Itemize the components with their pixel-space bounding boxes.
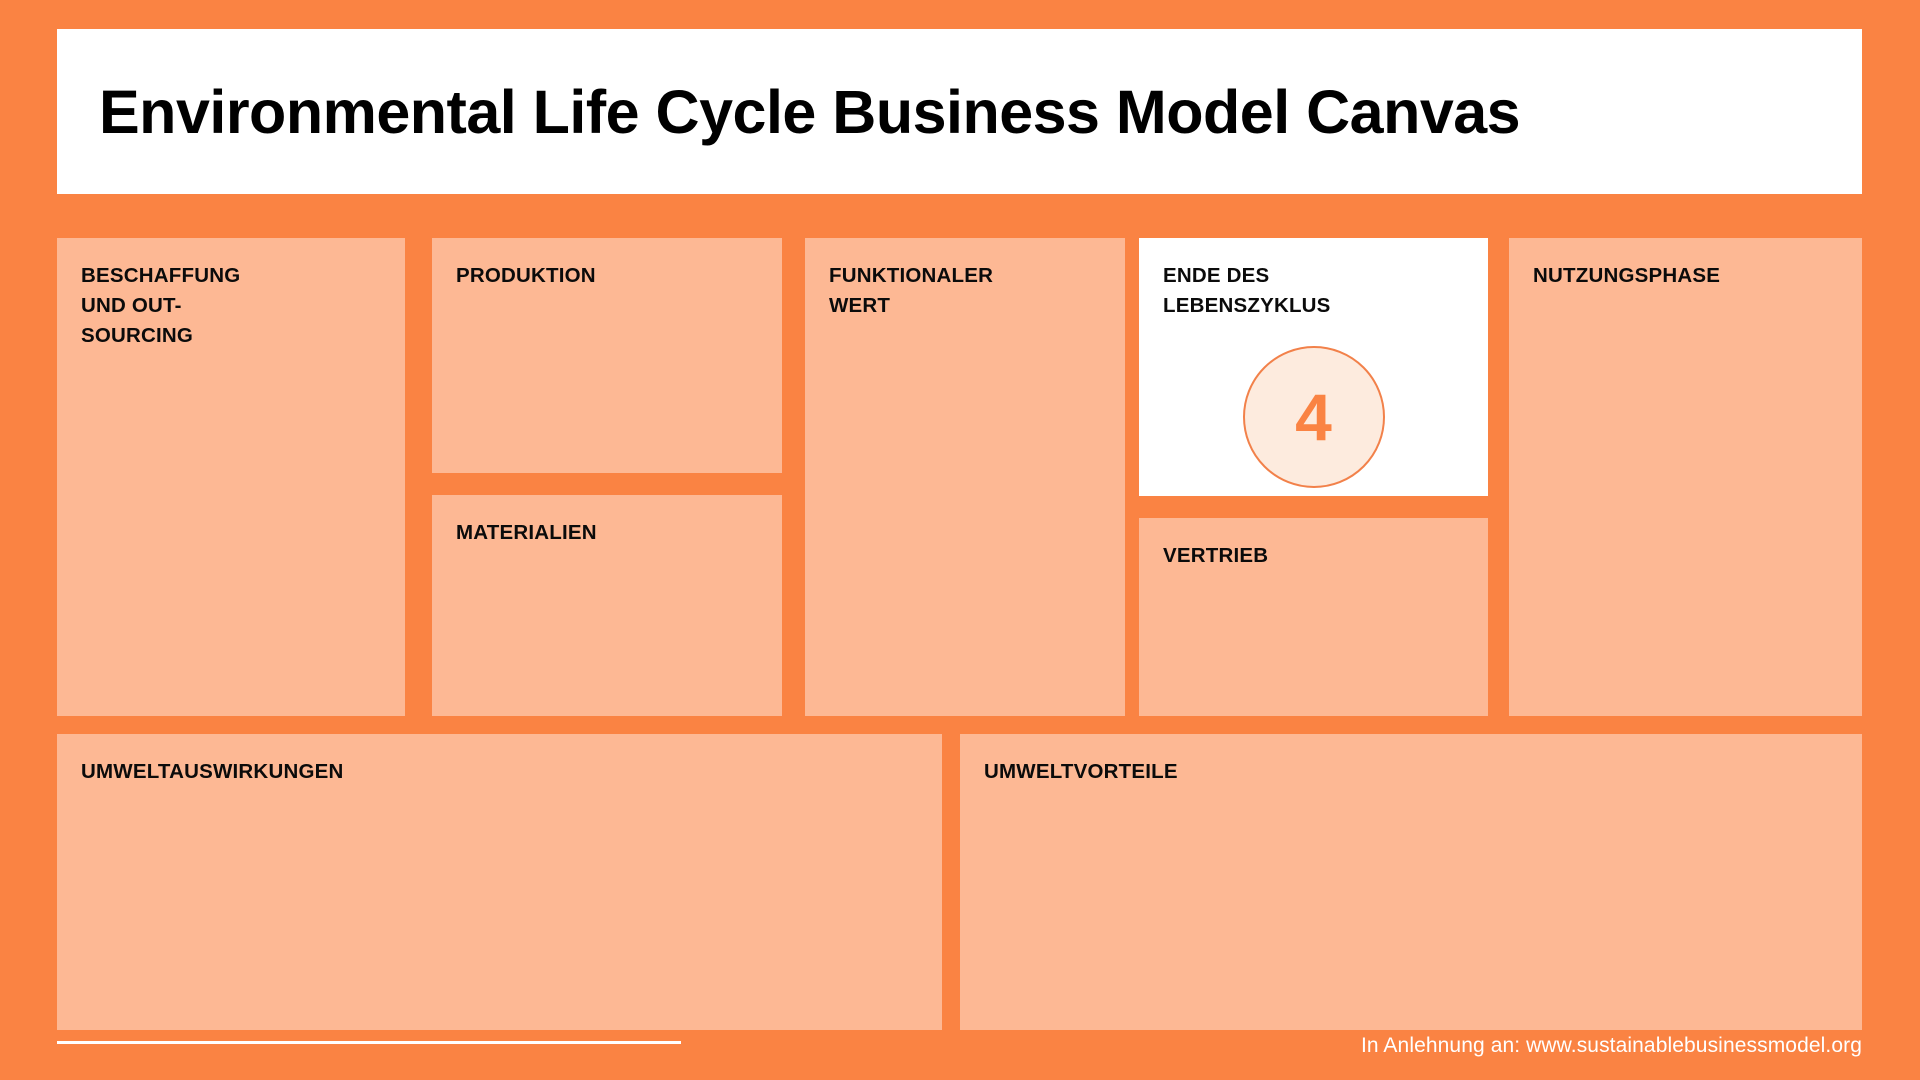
block-title-vertrieb: VERTRIEB xyxy=(1163,544,1269,567)
block-title-materialien: MATERIALIEN xyxy=(456,521,597,544)
block-funktionaler-wert[interactable]: FUNKTIONALER WERT xyxy=(805,238,1125,716)
page-title: Environmental Life Cycle Business Model … xyxy=(99,77,1521,146)
block-nutzungsphase[interactable]: NUTZUNGSPHASE xyxy=(1509,238,1862,716)
block-beschaffung-und-outsourcing[interactable]: BESCHAFFUNG UND OUT- SOURCING xyxy=(57,238,405,716)
step-badge: 4 xyxy=(1242,346,1385,488)
footer-credit: In Anlehnung an: www.sustainablebusiness… xyxy=(1360,1034,1862,1057)
block-title-umweltauswirkungen: UMWELTAUSWIRKUNGEN xyxy=(81,760,344,783)
block-title-produktion: PRODUKTION xyxy=(456,264,596,287)
footer-divider xyxy=(57,1041,681,1044)
block-ende-des-lebenszyklus[interactable]: ENDE DES LEBENSZYKLUS 4 xyxy=(1139,238,1488,496)
title-banner: Environmental Life Cycle Business Model … xyxy=(57,29,1862,194)
block-produktion[interactable]: PRODUKTION xyxy=(432,238,782,473)
block-umweltvorteile[interactable]: UMWELTVORTEILE xyxy=(960,734,1862,1030)
block-vertrieb[interactable]: VERTRIEB xyxy=(1139,518,1488,716)
block-title-nutzungsphase: NUTZUNGSPHASE xyxy=(1533,264,1721,287)
block-title-beschaffung-und-outsourcing: BESCHAFFUNG UND OUT- SOURCING xyxy=(81,264,241,348)
block-title-ende-des-lebenszyklus: ENDE DES LEBENSZYKLUS xyxy=(1163,264,1331,318)
block-materialien[interactable]: MATERIALIEN xyxy=(432,495,782,716)
block-title-umweltvorteile: UMWELTVORTEILE xyxy=(984,760,1178,783)
block-title-funktionaler-wert: FUNKTIONALER WERT xyxy=(829,264,994,318)
block-umweltauswirkungen[interactable]: UMWELTAUSWIRKUNGEN xyxy=(57,734,942,1030)
step-badge-number: 4 xyxy=(1295,380,1332,454)
